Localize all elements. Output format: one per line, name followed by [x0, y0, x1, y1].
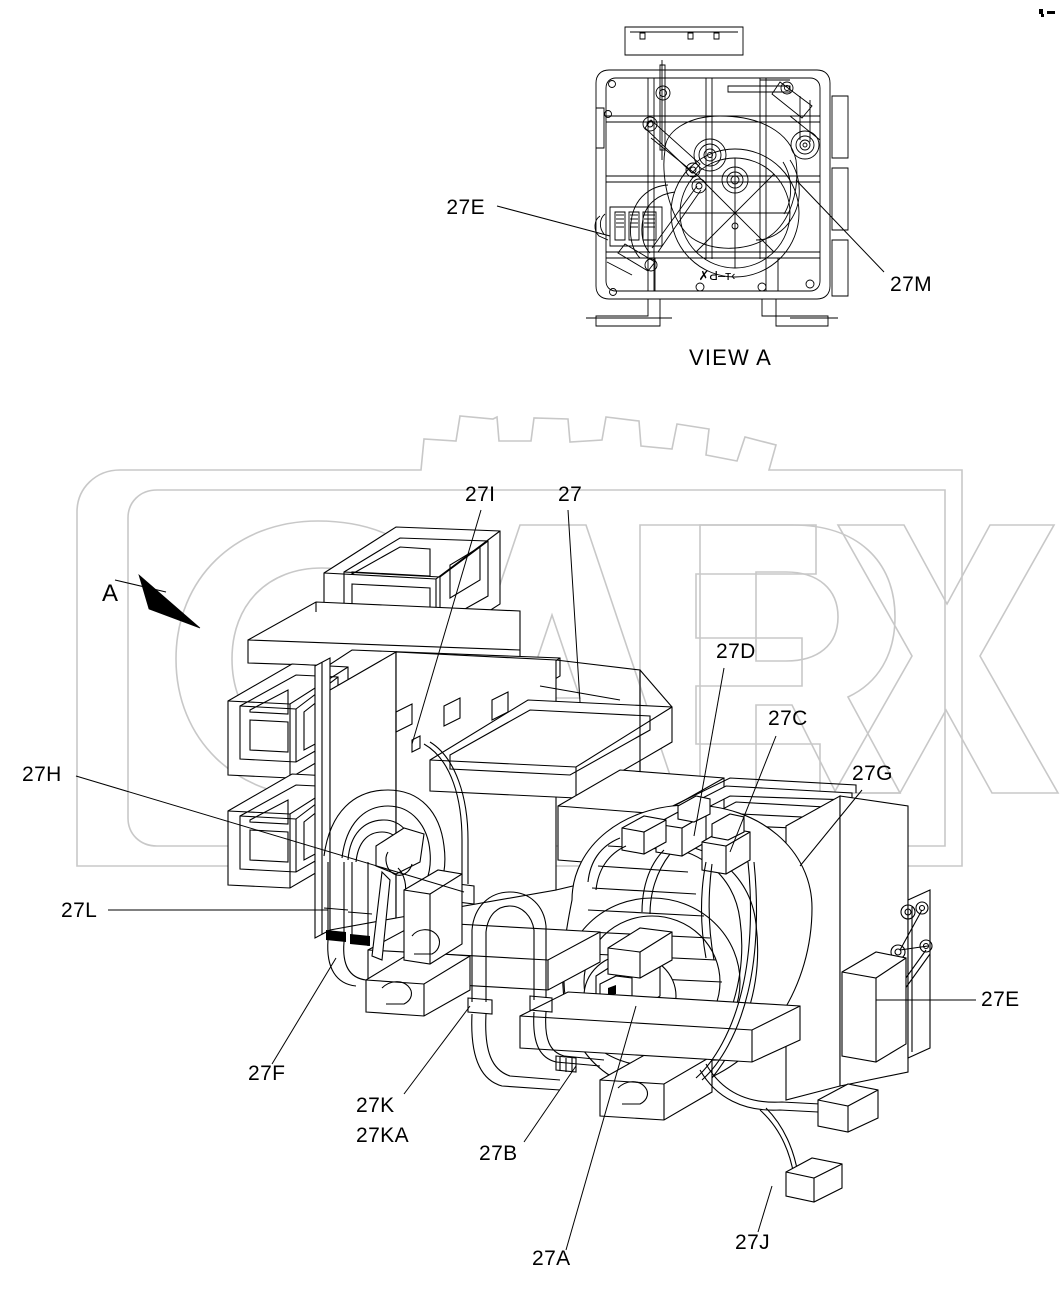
callout-label-27c: 27C: [768, 707, 808, 730]
leader-27f: [271, 957, 337, 1065]
callout-label-27e-detail: 27E: [446, 196, 485, 219]
callout-label-27j: 27J: [735, 1231, 770, 1254]
leader-27g: [799, 789, 863, 867]
leader-27k: [403, 1005, 471, 1095]
leader-27i: [411, 509, 482, 745]
callout-label-27d: 27D: [716, 640, 756, 663]
leader-27h: [75, 775, 465, 893]
leader-27b: [523, 1065, 577, 1143]
callout-label-27e-main: 27E: [981, 988, 1020, 1011]
callout-label-27g: 27G: [852, 762, 893, 785]
leader-27m-detail: [795, 179, 885, 273]
leader-27j: [757, 1185, 773, 1233]
callout-label-27h: 27H: [22, 763, 62, 786]
callout-label-27m: 27M: [890, 273, 932, 296]
leader-27d: [693, 667, 725, 837]
callout-label-27i: 27I: [465, 483, 495, 506]
leader-27: [567, 509, 581, 703]
callout-label-27f: 27F: [248, 1062, 285, 1085]
leader-27e-detail: [496, 205, 611, 237]
callout-label-27ka: 27KA: [356, 1124, 409, 1147]
view-a-caption: VIEW A: [689, 345, 772, 370]
corner-mark-dot-3: [1041, 14, 1044, 17]
section-arrow-label: A: [102, 580, 118, 607]
leader-27a: [565, 1005, 637, 1251]
section-arrow-line: [114, 579, 167, 593]
plate-marking-text: ✗Ԁ–ᴛ‹: [699, 268, 736, 283]
callout-label-27b: 27B: [479, 1142, 518, 1165]
callout-label-27a: 27A: [532, 1247, 571, 1270]
callout-label-27k: 27K: [356, 1094, 395, 1117]
callout-label-27l: 27L: [61, 899, 97, 922]
leader-27c: [729, 735, 777, 853]
corner-mark-dot-1: [1039, 9, 1043, 14]
callout-label-27: 27: [558, 483, 582, 506]
corner-mark-dot-2: [1047, 11, 1055, 14]
